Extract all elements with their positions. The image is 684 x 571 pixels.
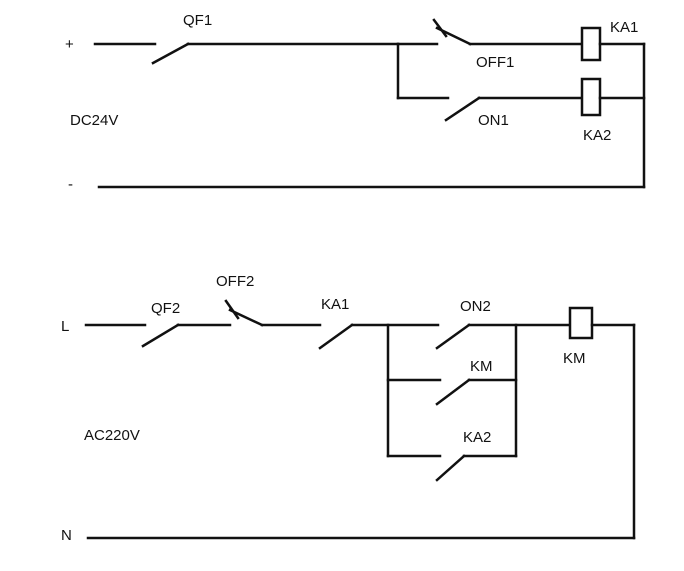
ac-power-circuit: L AC220V N QF2 OFF2 KA1 ON2 KM KA2	[61, 273, 636, 544]
dc-supply-label: DC24V	[70, 112, 118, 129]
on1-contact	[444, 96, 481, 122]
ka2-contact-label: KA2	[463, 429, 491, 446]
qf1-switch-contact	[151, 42, 190, 65]
on2-label: ON2	[460, 298, 491, 315]
ka1-coil-label: KA1	[610, 19, 638, 36]
neutral-terminal-label: N	[61, 527, 72, 544]
qf1-label: QF1	[183, 12, 212, 29]
km-hold-contact	[435, 378, 471, 406]
ac-supply-label: AC220V	[84, 427, 140, 444]
off2-label: OFF2	[216, 273, 254, 290]
line-terminal-label: L	[61, 318, 69, 335]
negative-terminal-label: -	[68, 176, 73, 193]
ka2-coil	[580, 77, 602, 117]
off2-button-actuator	[224, 299, 240, 320]
ka1-coil	[580, 26, 602, 62]
on1-label: ON1	[478, 112, 509, 129]
dc-control-circuit: + DC24V - QF1 OFF1 KA1 ON1 KA2	[65, 12, 646, 193]
ka1-contact-label: KA1	[321, 296, 349, 313]
km-coil	[568, 306, 594, 340]
off2-contact	[228, 308, 264, 327]
km-hold-label: KM	[470, 358, 493, 375]
km-coil-label: KM	[563, 350, 586, 367]
qf2-label: QF2	[151, 300, 180, 317]
qf2-switch-contact	[141, 323, 180, 348]
on2-contact	[435, 323, 471, 350]
off1-button-actuator	[432, 18, 448, 38]
ka2-coil-label: KA2	[583, 127, 611, 144]
positive-terminal-label: +	[65, 36, 74, 53]
off1-contact	[435, 26, 472, 46]
off1-label: OFF1	[476, 54, 514, 71]
ka2-contact	[435, 454, 466, 482]
ka1-contact	[318, 323, 354, 350]
